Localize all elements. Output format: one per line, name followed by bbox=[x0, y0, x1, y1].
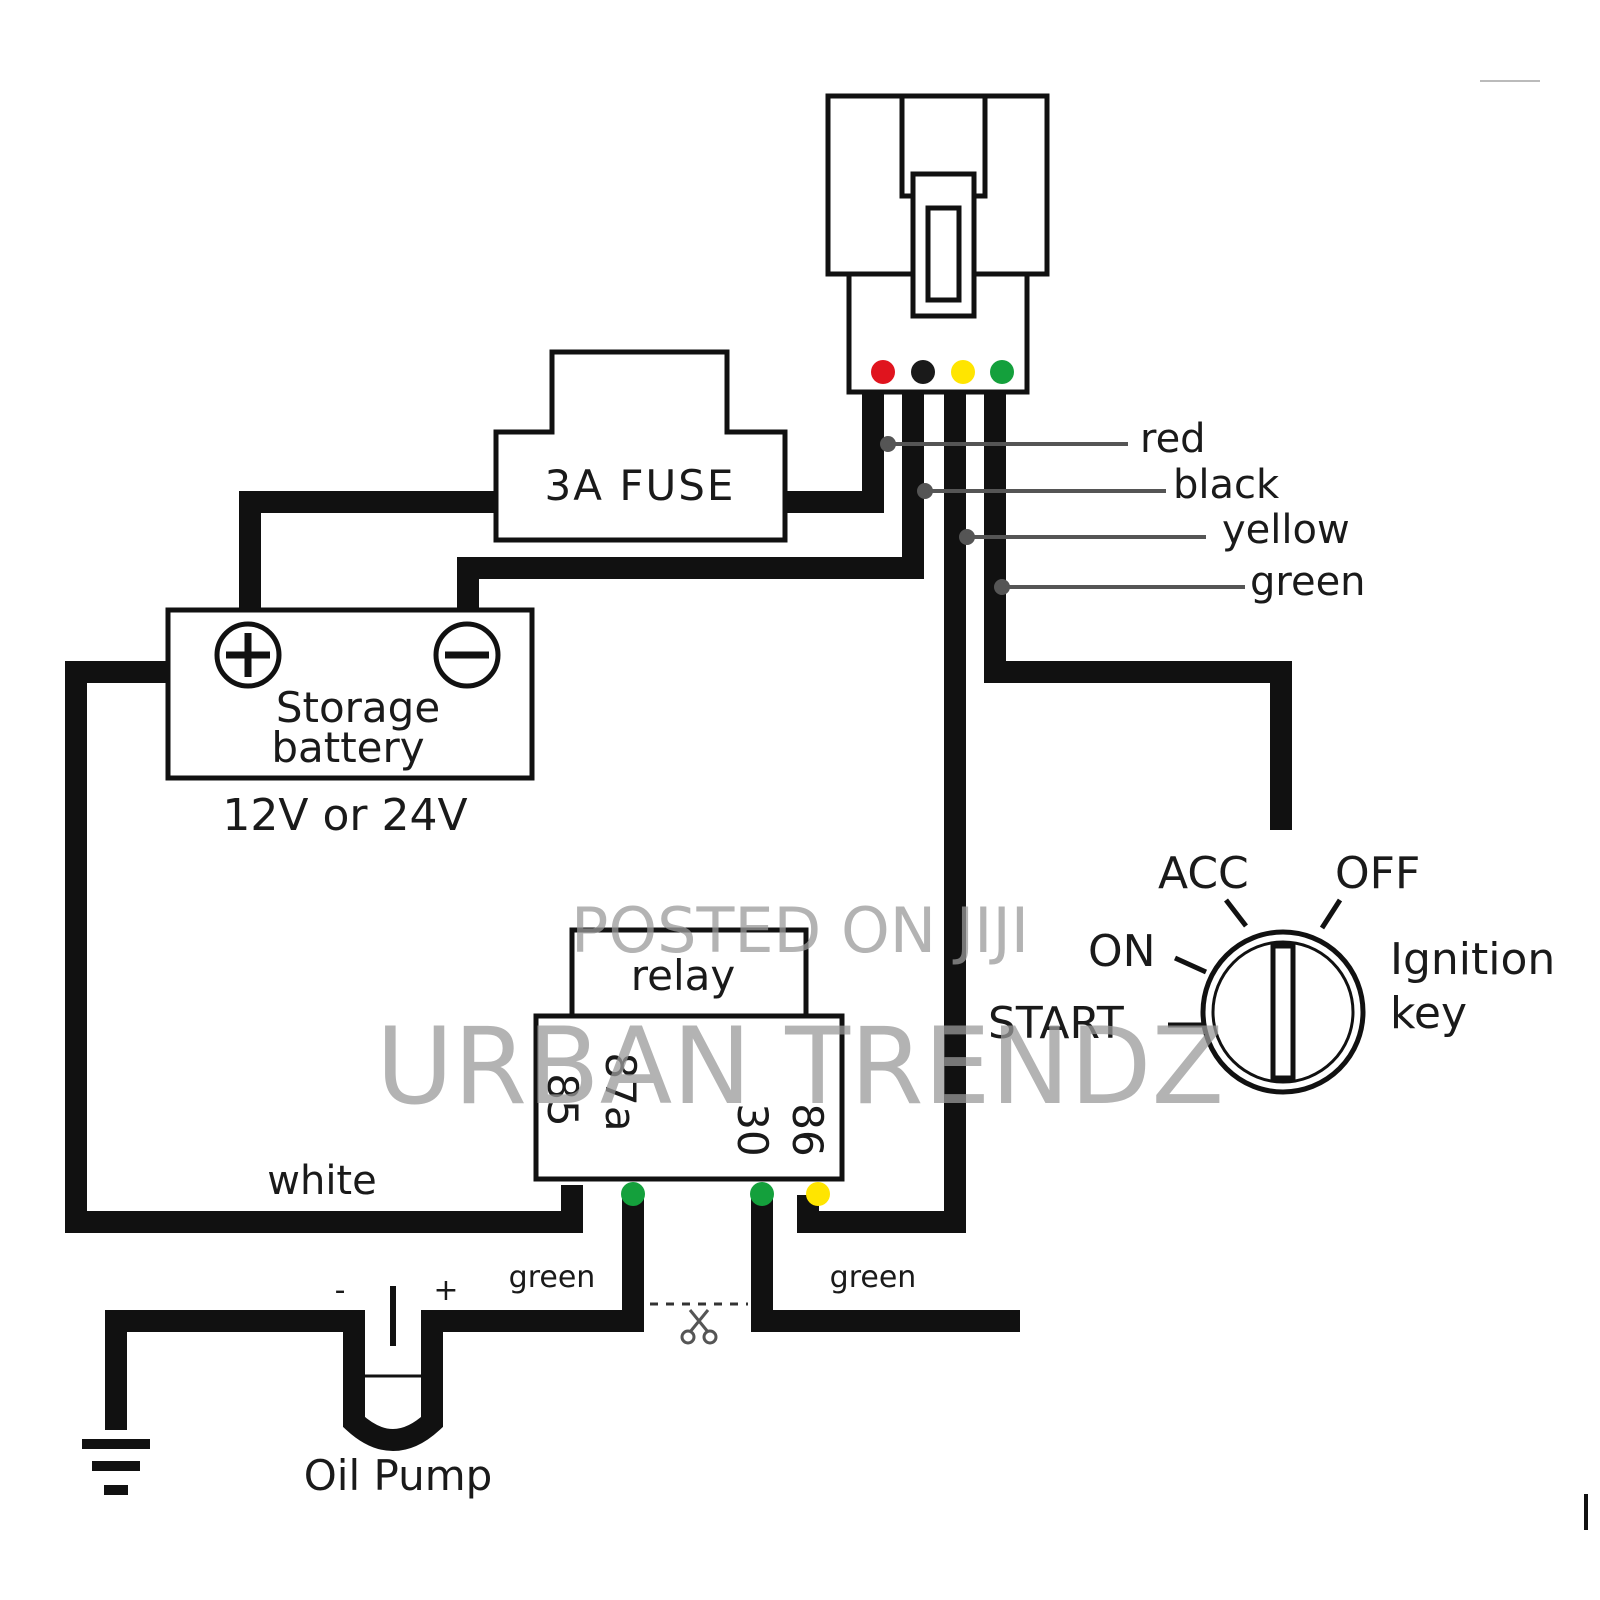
watermark-brand: URBAN TRENDZ bbox=[376, 1005, 1224, 1128]
wire-fuse-to-battery-plus bbox=[239, 491, 497, 610]
green-pin-dot bbox=[990, 360, 1014, 384]
cut-point bbox=[650, 1302, 748, 1345]
wire-black-to-battery-minus bbox=[457, 390, 924, 610]
black-pin-dot bbox=[911, 360, 935, 384]
oil-pump-minus: - bbox=[335, 1273, 346, 1308]
wire-label-white: white bbox=[267, 1158, 376, 1204]
relay-label: relay bbox=[631, 951, 735, 1000]
gps-tracker-device bbox=[825, 93, 1050, 395]
ground-icon bbox=[82, 1439, 150, 1495]
relay-top bbox=[569, 927, 809, 1019]
ignition-inner-ring bbox=[1211, 940, 1355, 1084]
battery-label-line2: battery bbox=[271, 723, 424, 772]
wire-color-callouts bbox=[880, 436, 1245, 595]
wire-label-green-left: green bbox=[509, 1260, 596, 1295]
battery-label-line1: Storage bbox=[276, 683, 440, 732]
relay bbox=[533, 927, 845, 1182]
wire-green-to-ignition bbox=[984, 390, 1292, 830]
oil-pump-label: Oil Pump bbox=[304, 1451, 493, 1500]
oil-pump bbox=[343, 1286, 443, 1451]
battery-body bbox=[165, 607, 535, 781]
relay-pin-85: 85 bbox=[538, 1073, 587, 1126]
relay-pin-86: 86 bbox=[783, 1103, 832, 1156]
fuse bbox=[493, 349, 788, 543]
wire-white-battery-to-relay-85 bbox=[65, 661, 583, 1233]
ignition-acc: ACC bbox=[1158, 848, 1249, 899]
ignition-on: ON bbox=[1088, 926, 1156, 977]
wire-label-green: green bbox=[1250, 559, 1366, 605]
relay-87a-dot bbox=[621, 1182, 645, 1206]
wire-relay-87a-to-pump bbox=[421, 1195, 644, 1370]
wires bbox=[65, 390, 1292, 1430]
storage-battery: Storage battery bbox=[165, 607, 535, 781]
relay-body bbox=[533, 1013, 845, 1182]
wire-yellow-to-relay-86 bbox=[797, 390, 966, 1233]
ignition-off: OFF bbox=[1335, 848, 1420, 899]
wire-pump-to-ground bbox=[105, 1310, 365, 1430]
device-latch-inner bbox=[925, 205, 962, 303]
minus-terminal-icon bbox=[433, 621, 501, 689]
wire-label-red: red bbox=[1140, 416, 1206, 462]
ignition-key bbox=[1168, 898, 1366, 1095]
ignition-start: START bbox=[988, 998, 1124, 1049]
relay-86-dot bbox=[806, 1182, 830, 1206]
wire-red-to-fuse bbox=[784, 390, 884, 513]
wire-relay-30-green bbox=[751, 1195, 1020, 1332]
plus-terminal-icon bbox=[214, 621, 282, 689]
wire-label-black: black bbox=[1173, 462, 1280, 508]
relay-pin-30: 30 bbox=[728, 1103, 777, 1156]
watermark-posted-on: POSTED ON JIJI bbox=[571, 894, 1029, 967]
scissors-icon bbox=[680, 1309, 718, 1345]
fuse-label: 3A FUSE bbox=[545, 461, 736, 510]
yellow-pin-dot bbox=[951, 360, 975, 384]
ignition-position-ticks bbox=[1168, 898, 1343, 1028]
device-pin-dots bbox=[871, 360, 1014, 384]
ignition-label-line1: Ignition bbox=[1390, 934, 1555, 985]
relay-pin-87a: 87a bbox=[596, 1052, 645, 1131]
relay-pin-dots bbox=[621, 1182, 830, 1206]
wire-label-green-right: green bbox=[830, 1260, 917, 1295]
fuse-outline bbox=[493, 349, 788, 543]
ignition-key-slot bbox=[1270, 943, 1296, 1081]
oil-pump-body bbox=[343, 1362, 443, 1451]
battery-voltage: 12V or 24V bbox=[222, 790, 467, 841]
ignition-label-line2: key bbox=[1390, 988, 1467, 1039]
relay-30-dot bbox=[750, 1182, 774, 1206]
red-pin-dot bbox=[871, 360, 895, 384]
oil-pump-plus: + bbox=[433, 1273, 458, 1308]
wire-label-yellow: yellow bbox=[1222, 507, 1350, 553]
